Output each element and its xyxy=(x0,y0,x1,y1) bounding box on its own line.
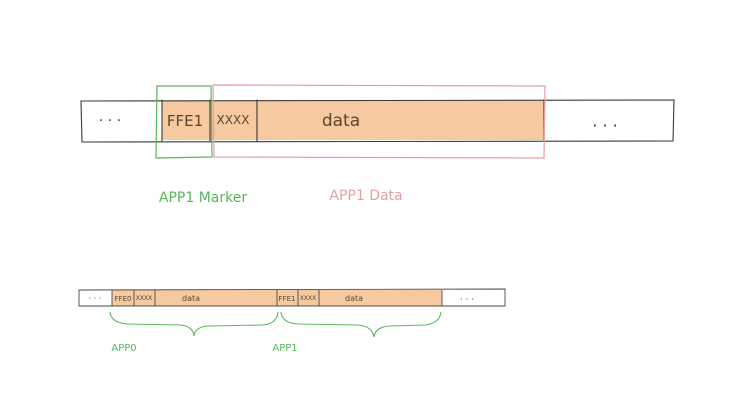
top-marker-text: FFE1 xyxy=(167,112,203,130)
app1-label: APP1 xyxy=(272,343,297,354)
top-marker-label: APP1 Marker xyxy=(159,190,247,206)
top-fill-area xyxy=(162,101,544,140)
bottom-app0-marker-text: FFE0 xyxy=(115,295,132,303)
top-strip-outline xyxy=(80,99,675,143)
top-data-text: data xyxy=(322,111,360,131)
bottom-strip: · · · FFE0 XXXX data FFE1 XXXX data · · … xyxy=(78,288,506,354)
bottom-left-ellipsis: · · · xyxy=(89,294,102,303)
bottom-strip-outline xyxy=(78,288,506,307)
bottom-app1-marker-text: FFE1 xyxy=(279,295,296,303)
app1-brace xyxy=(280,311,442,338)
top-data-label: APP1 Data xyxy=(329,188,402,204)
bottom-app0-length-text: XXXX xyxy=(136,295,152,302)
app0-label: APP0 xyxy=(111,343,136,354)
bottom-app0-data-text: data xyxy=(182,294,200,303)
top-marker-highlight-box xyxy=(155,85,213,159)
bottom-app1-data-text: data xyxy=(345,294,363,303)
bottom-app1-length-text: XXXX xyxy=(300,295,316,302)
top-length-text: XXXX xyxy=(217,113,250,127)
top-right-ellipsis: · · · xyxy=(592,116,617,135)
top-left-ellipsis: · · · xyxy=(99,113,121,129)
top-data-highlight-box xyxy=(212,84,546,159)
bottom-right-ellipsis: · · · xyxy=(460,295,474,305)
top-strip: · · · FFE1 XXXX data · · · APP1 Marker A… xyxy=(80,84,675,206)
app0-brace xyxy=(109,311,279,337)
